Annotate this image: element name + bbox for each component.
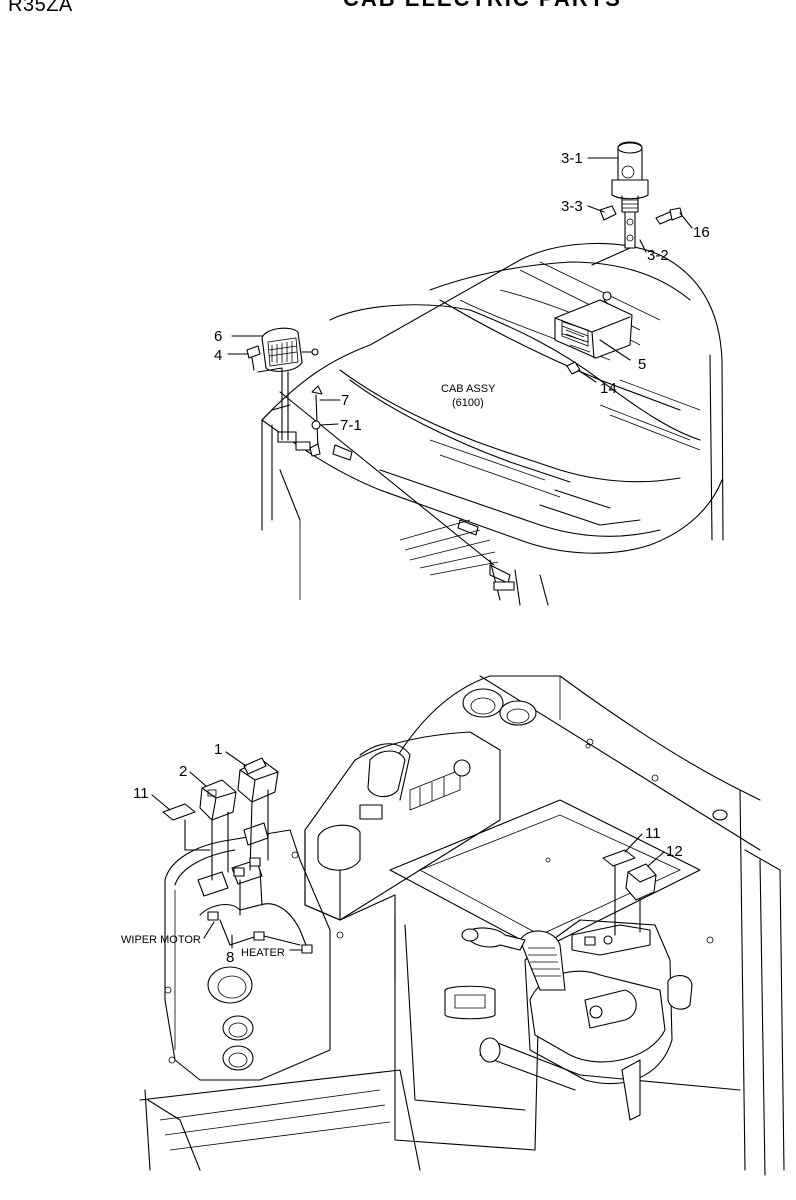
- callout-labels: 3-1 3-3 16 3-2 6 4 5 14 7 7-1 CAB ASSY (…: [121, 150, 710, 966]
- lamp-bolt-icon: [246, 345, 261, 371]
- rocker-switch-12-icon: [625, 863, 657, 901]
- label-5: 5: [638, 356, 646, 373]
- beacon-clip-icon: [599, 205, 617, 221]
- connector-icon: [301, 944, 313, 954]
- label-3-2: 3-2: [647, 247, 669, 264]
- label-11-right: 11: [645, 825, 661, 842]
- model-code: R35ZA: [8, 0, 73, 16]
- radio-icon: [554, 291, 633, 359]
- label-wiper-motor: WIPER MOTOR: [121, 934, 201, 946]
- label-cab-assy: CAB ASSY: [441, 383, 496, 395]
- connector-icon: [207, 911, 219, 921]
- cab-interior-view: [139, 675, 785, 1176]
- bolt-icon: [655, 207, 683, 225]
- switch-bezel-left-icon: [162, 803, 196, 821]
- label-14: 14: [600, 380, 617, 397]
- connector-icon: [253, 931, 265, 941]
- label-3-3: 3-3: [561, 198, 583, 215]
- screw-icon: [566, 361, 581, 375]
- label-12: 12: [666, 843, 683, 860]
- switch-bezel-right-icon: [602, 849, 636, 867]
- label-heater: HEATER: [241, 947, 285, 959]
- label-11-left: 11: [133, 785, 149, 802]
- label-cab-assy-code: (6100): [452, 397, 484, 409]
- connector-icon: [233, 867, 245, 877]
- label-4: 4: [214, 347, 222, 364]
- label-6: 6: [214, 328, 222, 345]
- work-lamp-icon: [261, 327, 319, 372]
- label-7: 7: [341, 392, 349, 409]
- page-title: CAB ELECTRIC PARTS: [343, 0, 622, 12]
- cab-roof-view: [261, 242, 724, 606]
- connector-icon: [249, 857, 261, 867]
- rotating-beacon-icon: [611, 141, 649, 249]
- rocker-switch-2-icon: [199, 779, 237, 821]
- label-8: 8: [226, 949, 234, 966]
- label-3-1: 3-1: [561, 150, 583, 167]
- label-2: 2: [179, 763, 187, 780]
- harness-icon: [309, 385, 323, 457]
- label-16: 16: [693, 224, 710, 241]
- label-1: 1: [214, 741, 222, 758]
- label-7-1: 7-1: [340, 417, 362, 434]
- leader-lines: [151, 157, 693, 951]
